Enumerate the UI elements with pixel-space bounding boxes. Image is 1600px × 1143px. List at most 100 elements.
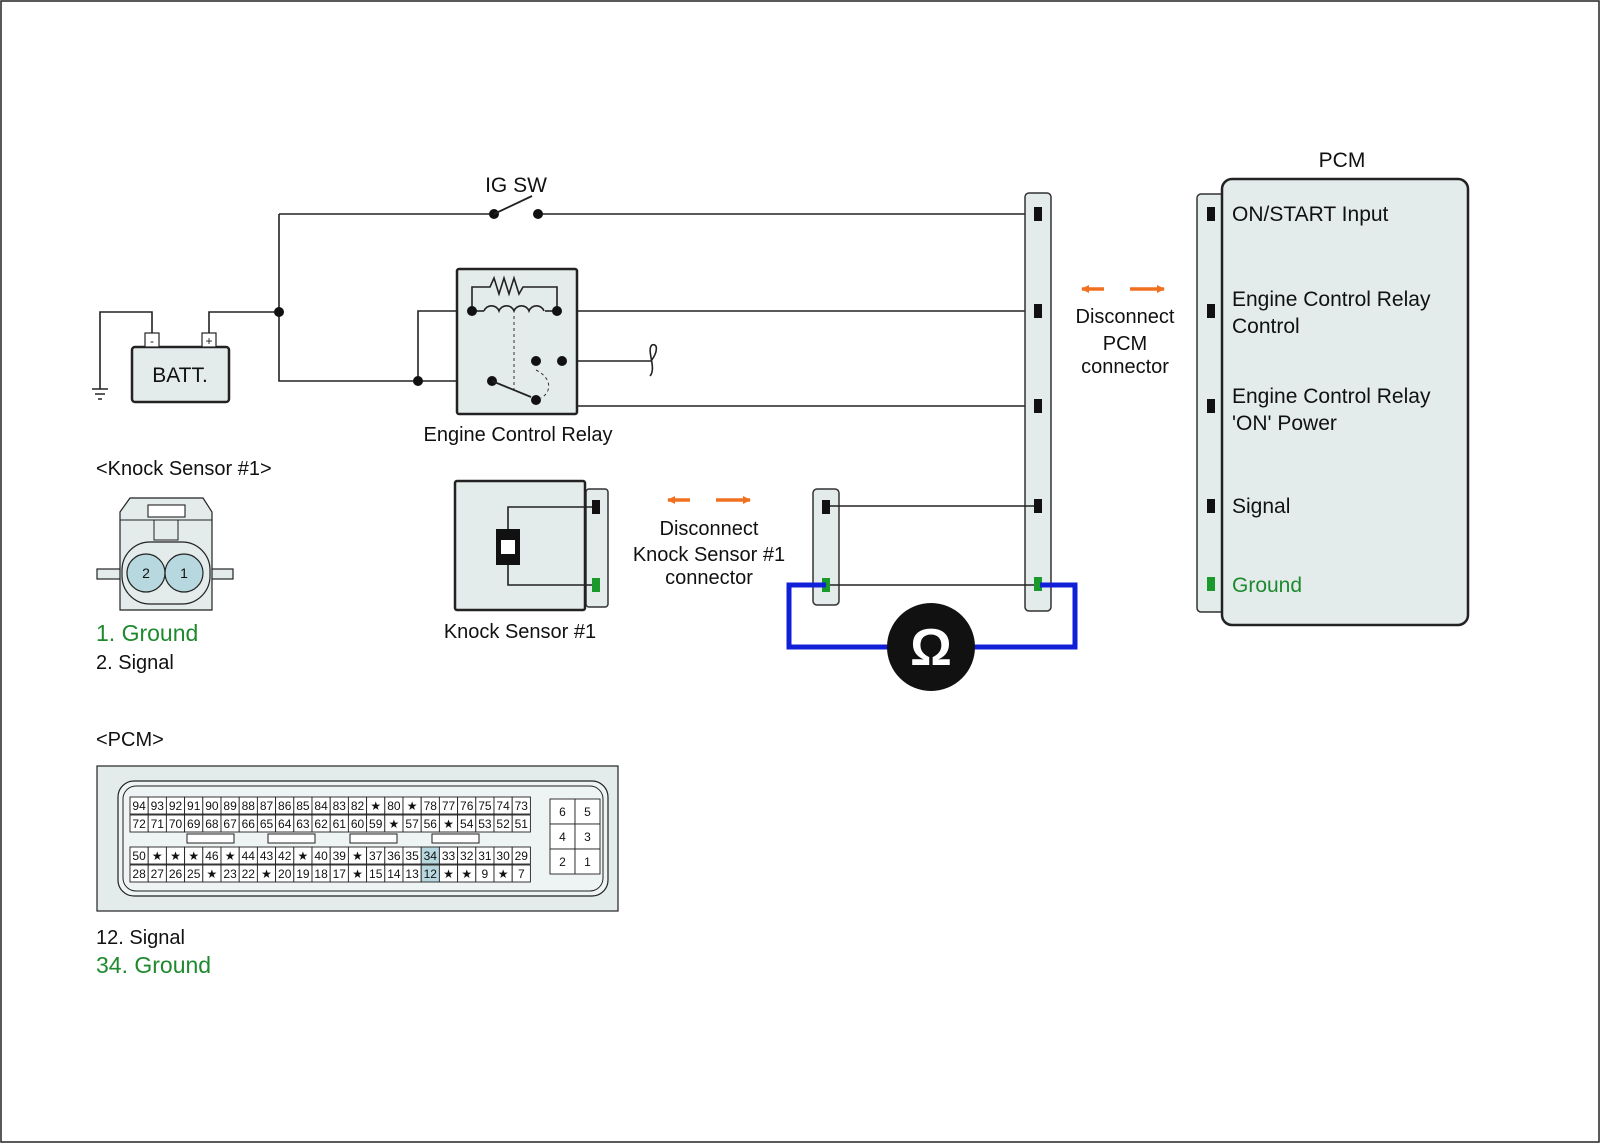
pcm-pin-cell xyxy=(511,796,531,815)
pcm-pin-label: 26 xyxy=(169,867,183,881)
pcm-pin-label: 64 xyxy=(278,817,292,831)
pcm-pin-label: 50 xyxy=(132,849,146,863)
pcm-pin-label: 84 xyxy=(314,799,328,813)
pcm-pin-label: 29 xyxy=(515,849,529,863)
pcm-pin-label: ★ xyxy=(352,849,363,863)
pcm-pin-label: 28 xyxy=(132,867,146,881)
ks-pin-1-label: 1 xyxy=(180,565,188,581)
disconnect-pcm-l1: Disconnect xyxy=(1076,306,1175,328)
pcm-pin-label: 42 xyxy=(278,849,292,863)
pcm-pin-cell xyxy=(511,814,531,833)
battery-label: BATT. xyxy=(152,364,208,387)
pcm-legend-ground: 34. Ground xyxy=(96,952,211,978)
junction-dot xyxy=(274,307,284,317)
pcm-pin-label: 65 xyxy=(260,817,274,831)
pcm-pin-label: 62 xyxy=(314,817,328,831)
pcm-pin-label: 31 xyxy=(478,849,492,863)
pcm-pin-label: ★ xyxy=(188,849,199,863)
pcm-pin-label: 46 xyxy=(205,849,219,863)
engine-control-relay: Engine Control Relay xyxy=(424,267,613,446)
pcm-harness-pins xyxy=(1034,207,1042,591)
pcm-pin-label: ★ xyxy=(152,849,163,863)
pcm-connector-title: <PCM> xyxy=(96,729,164,751)
pcm-pin-relay-control: Engine Control Relay xyxy=(1232,288,1431,311)
pcm-pin-cell xyxy=(511,864,531,883)
pcm-pin-label: 94 xyxy=(132,799,146,813)
pcm-pin-label: ★ xyxy=(407,799,418,813)
pcm-small-pin-label: 2 xyxy=(559,855,566,869)
pcm-pin-label: ★ xyxy=(370,799,381,813)
pcm-pin-label: 18 xyxy=(314,867,328,881)
pcm-pin-label: 34 xyxy=(424,849,438,863)
pcm-pin-label: ★ xyxy=(443,817,454,831)
pcm-pin-label: 73 xyxy=(515,799,529,813)
pcm-pin-label: ★ xyxy=(225,849,236,863)
pcm-pin-label: 56 xyxy=(424,817,438,831)
disconnect-pcm-indicator: Disconnect PCM connector xyxy=(1076,285,1175,378)
pcm-pin-label: 27 xyxy=(151,867,165,881)
pcm-small-pin-cell xyxy=(574,798,601,825)
pcm-pin-label: ★ xyxy=(498,867,509,881)
pcm-legend-signal: 12. Signal xyxy=(96,927,185,949)
pcm-pin-label: 33 xyxy=(442,849,456,863)
ig-sw-label: IG SW xyxy=(485,174,547,197)
pcm-pin-label: 91 xyxy=(187,799,201,813)
pcm-pin-label: 12 xyxy=(424,867,438,881)
pcm-pin-label: 37 xyxy=(369,849,383,863)
pcm-pin-relay-on-power-l2: 'ON' Power xyxy=(1232,412,1337,435)
disconnect-ks-l2: Knock Sensor #1 xyxy=(633,544,785,566)
pcm-pin-signal: Signal xyxy=(1232,495,1290,518)
pcm-small-pin-label: 3 xyxy=(584,830,591,844)
ground-symbol xyxy=(92,311,153,400)
battery-minus: - xyxy=(150,334,154,348)
pcm-pin-label: 71 xyxy=(151,817,165,831)
disconnect-pcm-l2: PCM xyxy=(1103,333,1147,355)
power-wires xyxy=(208,213,1038,407)
ks-legend-signal: 2. Signal xyxy=(96,652,174,674)
pcm-module: PCM ON/START Input Engine Control Relay … xyxy=(1196,149,1470,627)
pcm-pin-label: 54 xyxy=(460,817,474,831)
pcm-pin-label: 89 xyxy=(223,799,237,813)
relay-label: Engine Control Relay xyxy=(424,424,613,446)
pcm-pin-label: 63 xyxy=(296,817,310,831)
pcm-pin-label: 30 xyxy=(496,849,510,863)
pcm-pin-label: 20 xyxy=(278,867,292,881)
pcm-pin-label: 74 xyxy=(496,799,510,813)
disconnect-ks-l1: Disconnect xyxy=(660,518,759,540)
pcm-pin-label: 51 xyxy=(515,817,529,831)
pcm-pin-label: 83 xyxy=(333,799,347,813)
pcm-pin-label: 40 xyxy=(314,849,328,863)
ks-pin-2-label: 2 xyxy=(142,565,150,581)
pcm-pin-label: 92 xyxy=(169,799,183,813)
pcm-pin-label: 61 xyxy=(333,817,347,831)
knock-sensor-component: Knock Sensor #1 xyxy=(444,479,609,643)
pcm-small-pin-label: 4 xyxy=(559,830,566,844)
pcm-pin-label: 88 xyxy=(242,799,256,813)
pcm-pin-label: 32 xyxy=(460,849,474,863)
ohm-symbol: Ω xyxy=(910,619,952,677)
pcm-pin-label: 9 xyxy=(482,867,489,881)
pcm-pin-label: 67 xyxy=(223,817,237,831)
ks-legend-ground: 1. Ground xyxy=(96,620,198,646)
pcm-pin-label: 19 xyxy=(296,867,310,881)
battery: - + BATT. xyxy=(130,332,231,404)
pcm-pin-label: 7 xyxy=(518,867,525,881)
pcm-pin-label: 90 xyxy=(205,799,219,813)
pcm-pin-label: 70 xyxy=(169,817,183,831)
pcm-pin-label: 39 xyxy=(333,849,347,863)
pcm-pin-label: 36 xyxy=(387,849,401,863)
pcm-pin-label: 80 xyxy=(387,799,401,813)
pcm-small-pin-cell xyxy=(574,823,601,850)
pcm-pin-label: 59 xyxy=(369,817,383,831)
pcm-small-pin-cell xyxy=(549,848,576,875)
pcm-pin-label: 25 xyxy=(187,867,201,881)
pcm-small-pin-label: 5 xyxy=(584,805,591,819)
pcm-pin-relay-on-power: Engine Control Relay xyxy=(1232,385,1431,408)
pcm-small-pin-label: 1 xyxy=(584,855,591,869)
ks-connector-title: <Knock Sensor #1> xyxy=(96,458,272,480)
pcm-pin-label: 23 xyxy=(223,867,237,881)
pcm-pin-label: ★ xyxy=(389,817,400,831)
pcm-pin-label: 53 xyxy=(478,817,492,831)
